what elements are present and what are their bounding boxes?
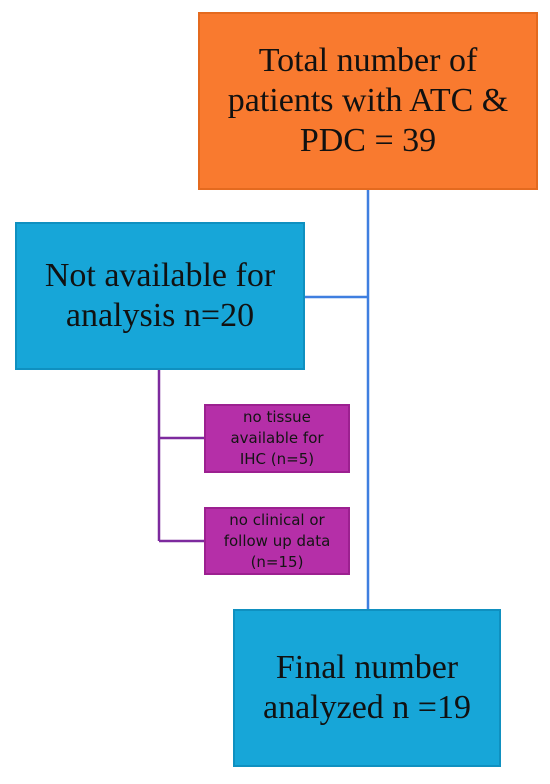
no-clinical-data-box: no clinical or follow up data (n=15)	[204, 507, 350, 575]
final-analyzed-box: Final number analyzed n =19	[233, 609, 501, 767]
total-patients-box: Total number of patients with ATC & PDC …	[198, 12, 538, 190]
not-available-label: Not available for analysis n=20	[44, 257, 276, 334]
no-clinical-data-label: no clinical or follow up data (n=15)	[223, 510, 331, 571]
total-patients-label: Total number of patients with ATC & PDC …	[227, 42, 509, 159]
no-tissue-box: no tissue available for IHC (n=5)	[204, 404, 350, 473]
final-analyzed-label: Final number analyzed n =19	[263, 649, 471, 726]
no-tissue-label: no tissue available for IHC (n=5)	[230, 408, 324, 468]
not-available-box: Not available for analysis n=20	[15, 222, 305, 370]
